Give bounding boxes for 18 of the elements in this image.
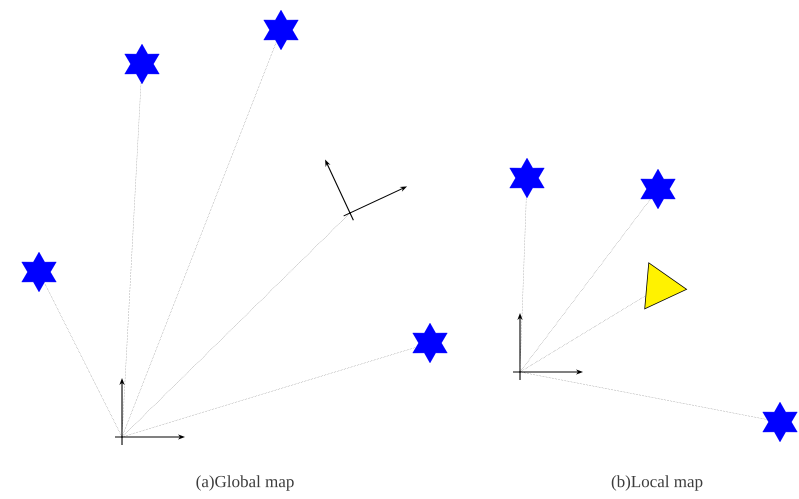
dotted-line: [122, 347, 416, 437]
star-marker: [124, 44, 160, 84]
dotted-line: [122, 214, 350, 436]
star-marker: [264, 10, 299, 50]
star-marker: [509, 158, 545, 198]
dotted-line: [122, 42, 277, 436]
dotted-line: [122, 82, 142, 436]
dotted-line: [520, 198, 651, 372]
star-marker: [640, 168, 676, 210]
star-marker: [762, 402, 798, 442]
star-marker: [21, 252, 57, 292]
dotted-line: [520, 372, 768, 420]
dotted-line: [520, 296, 646, 372]
caption: (a)Global map: [196, 475, 294, 491]
dotted-line: [44, 282, 122, 436]
caption: (b)Local map: [612, 475, 702, 491]
dotted-line: [520, 196, 527, 372]
star-marker: [412, 322, 448, 364]
